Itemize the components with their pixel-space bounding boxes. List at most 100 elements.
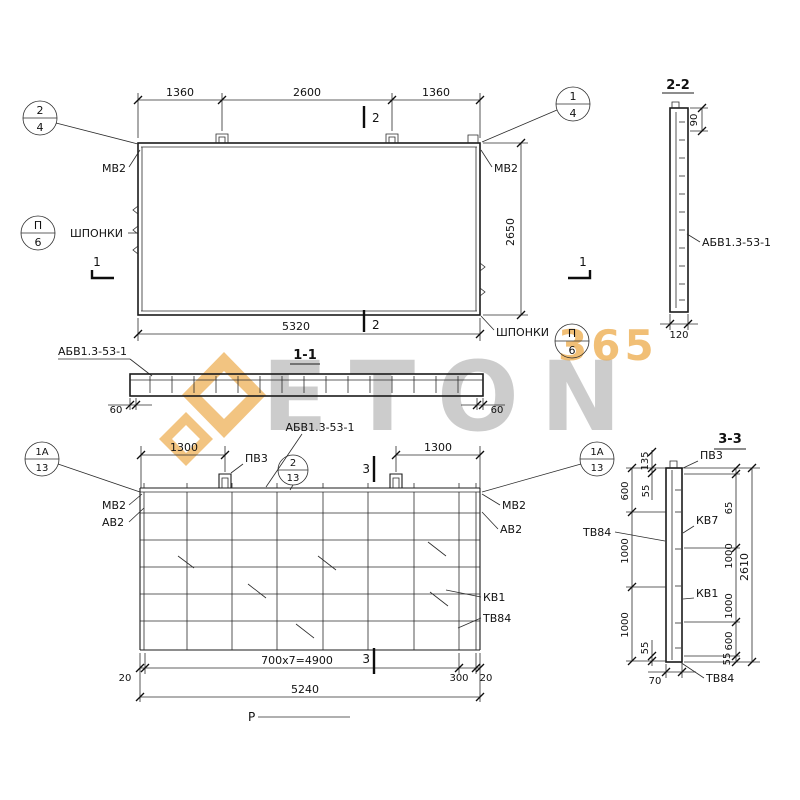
dim-70-label: 70 <box>649 676 662 687</box>
dim-1000-right-b: 1000 <box>724 593 735 618</box>
watermark: ETON 365 <box>159 321 658 466</box>
section-mark-1-left: 1 <box>93 255 101 269</box>
dim-1300-left-label: 1300 <box>170 441 198 454</box>
dim-2650: 2650 <box>504 218 517 246</box>
dims-right-inner: 65 1000 1000 600 55 <box>684 463 760 667</box>
bar-dashes <box>675 489 681 649</box>
label-pv3: ПВ3 <box>245 452 268 465</box>
rebar-bottom-dims: 20 700х7=4900 300 20 5240 <box>119 653 493 702</box>
callout-num: 1А <box>590 447 603 458</box>
dim-60-left: 60 <box>108 398 152 416</box>
dim-60-left-label: 60 <box>110 405 123 416</box>
callout-den: 13 <box>36 463 49 474</box>
callout-num: 1 <box>570 90 577 103</box>
callout-1a13-left: 1А 13 <box>24 441 141 493</box>
key-notch-icons <box>132 205 486 297</box>
dim-300: 300 <box>449 673 468 684</box>
dim-20-right: 20 <box>480 673 493 684</box>
stirrup-dashes <box>679 121 685 301</box>
label-av2-right: АВ2 <box>500 523 522 536</box>
section-1-marks: 1 1 <box>90 255 592 280</box>
label-shponki-right: ШПОНКИ <box>496 326 549 339</box>
dim-1000-right-a: 1000 <box>724 543 735 568</box>
callout-den: 13 <box>287 473 300 484</box>
label-abv-2-2: АБВ1.3-53-1 <box>702 236 771 249</box>
dim-2600: 2600 <box>293 86 321 99</box>
dim-600-right: 600 <box>724 631 735 650</box>
plan-width-dimension: 5320 <box>133 318 485 341</box>
label-kv1-3-3: КВ1 <box>696 587 718 600</box>
label-shponki-left: ШПОНКИ <box>70 227 123 240</box>
watermark-number-text: 365 <box>558 321 658 370</box>
loop-icons <box>218 473 403 488</box>
label-abv-1-1: АБВ1.3-53-1 <box>58 345 127 358</box>
section-mark-2-top: 2 <box>372 111 380 125</box>
dim-55-top: 55 <box>641 485 652 498</box>
label-av2-left: АВ2 <box>102 516 124 529</box>
dims-left-inner: 135 55 55 <box>640 447 657 666</box>
label-kv1: КВ1 <box>483 591 505 604</box>
dim-600-left: 600 <box>620 481 631 500</box>
dim-1360-left: 1360 <box>166 86 194 99</box>
dim-60-right: 60 <box>461 398 505 416</box>
plan-view: 1360 2600 1360 5320 2650 2 <box>20 86 592 359</box>
callout-num: 2 <box>290 458 296 469</box>
callout-2-13: 2 13 <box>277 454 309 491</box>
dim-total-2610: 2610 <box>738 463 757 667</box>
callout-den: 4 <box>570 107 577 120</box>
watermark-brand-text: ETON <box>262 341 643 453</box>
label-pv3-3-3: ПВ3 <box>700 449 723 462</box>
footer-mark-label: Р <box>248 710 255 724</box>
section-2-2-body <box>669 107 689 313</box>
section-mark-3-top: 3 <box>362 462 370 476</box>
label-mv2-right-rebar: МВ2 <box>502 499 526 512</box>
dim-55-right: 55 <box>722 653 733 666</box>
keys-left: П 6 ШПОНКИ <box>20 215 138 251</box>
dim-90: 90 <box>689 103 708 136</box>
dim-1000-left-b: 1000 <box>620 612 631 637</box>
dim-70: 70 <box>648 664 696 687</box>
label-kv7: КВ7 <box>696 514 718 527</box>
callout-num: П <box>34 219 42 232</box>
callout-den: 13 <box>591 463 604 474</box>
keys-right: ШПОНКИ П 6 <box>480 315 590 359</box>
section-3-3: 3-3 ПВ3 600 1000 1000 <box>582 432 760 687</box>
horizontal-bars <box>140 512 480 622</box>
plan-height-dimension: 2650 <box>483 138 528 320</box>
bar-mark-slashes <box>177 541 449 639</box>
stirrup-ticks <box>149 376 459 393</box>
panel-outline <box>137 142 481 316</box>
dim-120: 120 <box>660 314 698 341</box>
dim-135: 135 <box>640 451 651 470</box>
dim-120-label: 120 <box>669 330 688 341</box>
callout-num: П <box>568 327 576 340</box>
rebar-plan: АБВ1.3-53-1 <box>24 421 615 702</box>
section-2-marks: 2 2 <box>362 106 380 332</box>
dim-1300-right-label: 1300 <box>424 441 452 454</box>
section-1-1: 1-1 АБВ1.3-53-1 60 <box>58 345 505 416</box>
dim-90-label: 90 <box>689 114 700 127</box>
plan-top-dimension: 1360 2600 1360 <box>133 86 485 138</box>
dim-55-bottom-left: 55 <box>640 642 651 655</box>
dim-1360-right: 1360 <box>422 86 450 99</box>
dim-5240: 5240 <box>291 683 319 696</box>
label-mv2-right: МВ2 <box>494 162 518 175</box>
section-mark-3-bottom: 3 <box>362 652 370 666</box>
label-mv2-left: МВ2 <box>102 162 126 175</box>
label-abv-rebar: АБВ1.3-53-1 <box>285 421 354 434</box>
dim-2610: 2610 <box>738 553 751 581</box>
dim-700x7: 700х7=4900 <box>261 654 333 667</box>
callout-den: 6 <box>35 236 42 249</box>
callout-top-right: 1 4 <box>481 86 591 143</box>
section-3-3-body <box>665 467 683 663</box>
vertical-bars <box>143 492 477 650</box>
label-tv84-bottom: ТВ84 <box>705 672 734 685</box>
section-mark-1-right: 1 <box>579 255 587 269</box>
dim-1300-right: 1300 <box>391 441 485 488</box>
section-2-2-title: 2-2 <box>666 78 690 93</box>
label-tv84: ТВ84 <box>482 612 511 625</box>
dim-1000-left-a: 1000 <box>620 538 631 563</box>
callout-num: 1А <box>35 447 48 458</box>
